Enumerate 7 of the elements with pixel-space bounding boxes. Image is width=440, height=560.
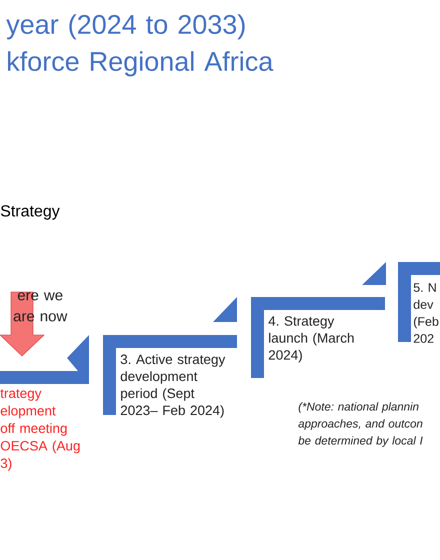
label-text: trategy elopment off meeting OECSA (Aug 3) <box>0 389 80 471</box>
title: year (2024 to 2033) kforce Regional Africa <box>6 14 274 76</box>
label-text: 3. Active strategy development period (Sept 2023– Feb 2024) <box>120 354 226 418</box>
label-text: 4. Strategy launch (March 2024) <box>268 316 354 362</box>
label-text: (*Note: national plannin approaches, and outcon be determined by local I <box>298 402 423 447</box>
label-text: 5. N dev (Feb 202 <box>414 283 438 343</box>
label-text: Strategy <box>0 205 60 220</box>
